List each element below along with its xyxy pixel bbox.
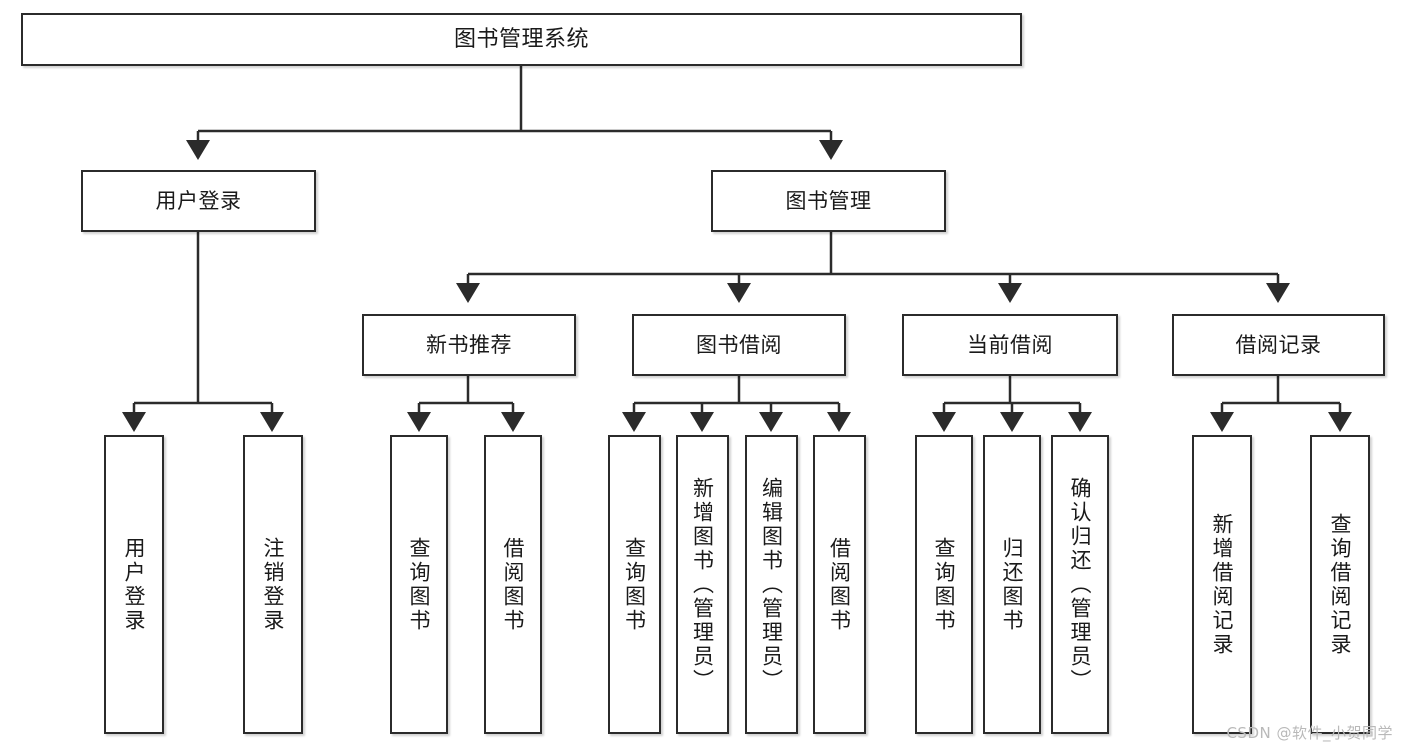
node-leaf-borrow-book-1-label: 借阅图书 bbox=[501, 536, 526, 633]
node-leaf-query-book-1-label: 查询图书 bbox=[407, 536, 432, 633]
node-new-book-recommend[interactable]: 新书推荐 bbox=[362, 314, 576, 376]
node-user-login-label: 用户登录 bbox=[155, 188, 242, 213]
node-leaf-borrow-book-1[interactable]: 借阅图书 bbox=[484, 435, 542, 734]
node-leaf-query-book-2[interactable]: 查询图书 bbox=[608, 435, 661, 734]
node-leaf-logout-label: 注销登录 bbox=[261, 536, 286, 633]
node-leaf-return-book-label: 归还图书 bbox=[1000, 536, 1025, 633]
node-book-borrow[interactable]: 图书借阅 bbox=[632, 314, 846, 376]
node-root-label: 图书管理系统 bbox=[453, 26, 589, 52]
node-leaf-query-book-1[interactable]: 查询图书 bbox=[390, 435, 448, 734]
node-leaf-return-book[interactable]: 归还图书 bbox=[983, 435, 1041, 734]
node-leaf-query-book-2-label: 查询图书 bbox=[622, 536, 647, 633]
node-leaf-add-book[interactable]: 新增图书（管理员） bbox=[676, 435, 729, 734]
node-leaf-query-book-3-label: 查询图书 bbox=[932, 536, 957, 633]
node-leaf-borrow-book-2[interactable]: 借阅图书 bbox=[813, 435, 866, 734]
node-book-management[interactable]: 图书管理 bbox=[711, 170, 946, 232]
node-user-login[interactable]: 用户登录 bbox=[81, 170, 316, 232]
node-leaf-edit-book-label: 编辑图书（管理员） bbox=[759, 476, 784, 693]
node-borrow-record[interactable]: 借阅记录 bbox=[1172, 314, 1385, 376]
node-leaf-add-book-label: 新增图书（管理员） bbox=[690, 476, 715, 693]
node-current-borrow[interactable]: 当前借阅 bbox=[902, 314, 1118, 376]
node-leaf-add-record-label: 新增借阅记录 bbox=[1210, 512, 1235, 657]
node-leaf-query-record-label: 查询借阅记录 bbox=[1328, 512, 1353, 657]
node-leaf-query-book-3[interactable]: 查询图书 bbox=[915, 435, 973, 734]
node-leaf-logout[interactable]: 注销登录 bbox=[243, 435, 303, 734]
node-leaf-confirm-return[interactable]: 确认归还（管理员） bbox=[1051, 435, 1109, 734]
node-new-book-recommend-label: 新书推荐 bbox=[426, 332, 512, 357]
csdn-watermark: CSDN @软件_小贺同学 bbox=[1226, 724, 1393, 742]
node-leaf-user-login[interactable]: 用户登录 bbox=[104, 435, 164, 734]
node-current-borrow-label: 当前借阅 bbox=[967, 332, 1053, 357]
node-book-borrow-label: 图书借阅 bbox=[696, 332, 782, 357]
node-leaf-edit-book[interactable]: 编辑图书（管理员） bbox=[745, 435, 798, 734]
node-borrow-record-label: 借阅记录 bbox=[1235, 332, 1322, 357]
node-leaf-query-record[interactable]: 查询借阅记录 bbox=[1310, 435, 1370, 734]
node-leaf-confirm-return-label: 确认归还（管理员） bbox=[1068, 476, 1093, 693]
node-leaf-add-record[interactable]: 新增借阅记录 bbox=[1192, 435, 1252, 734]
node-book-management-label: 图书管理 bbox=[785, 188, 872, 213]
node-root[interactable]: 图书管理系统 bbox=[21, 13, 1022, 66]
node-leaf-user-login-label: 用户登录 bbox=[122, 536, 147, 633]
node-leaf-borrow-book-2-label: 借阅图书 bbox=[827, 536, 852, 633]
